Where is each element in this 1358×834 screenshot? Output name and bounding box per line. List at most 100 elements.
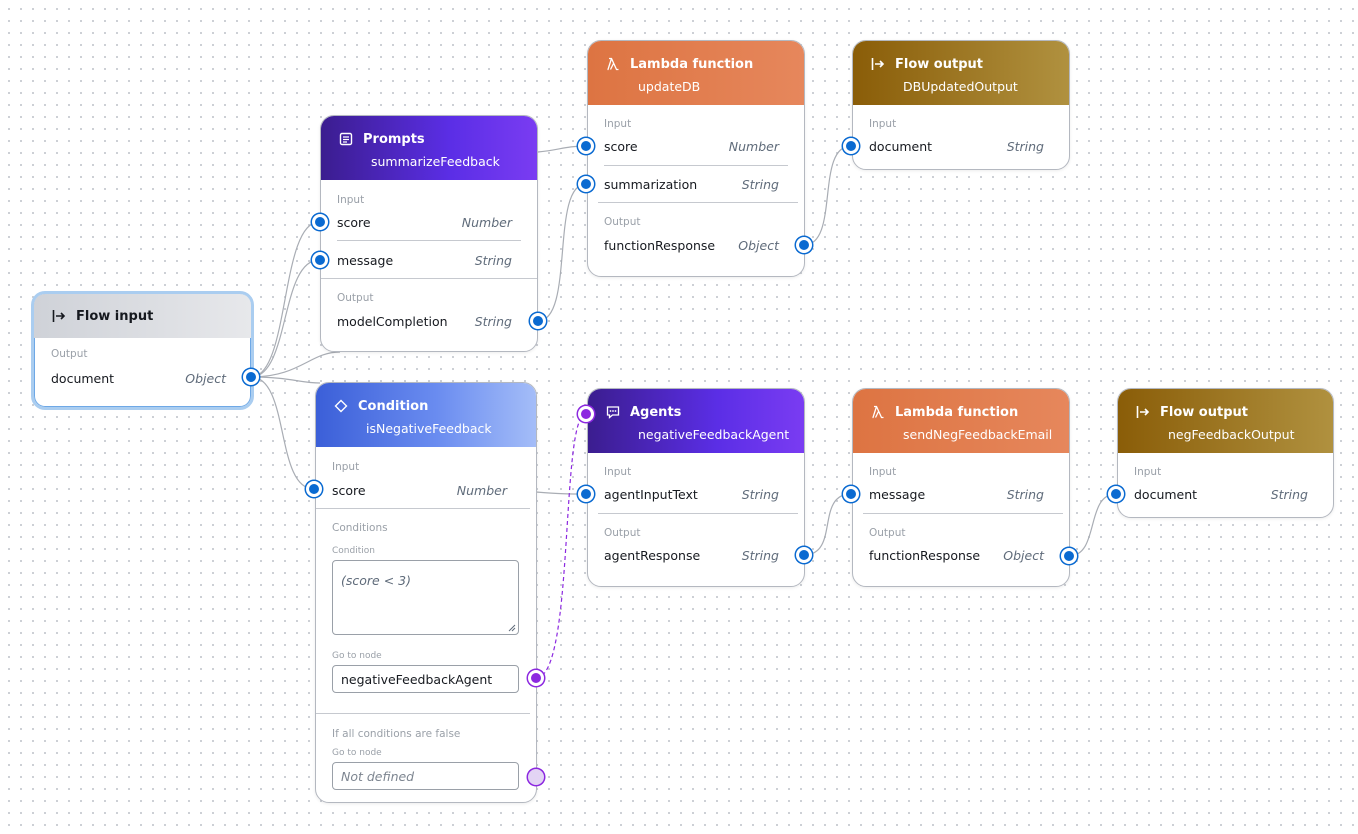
prompts-input-label: Input xyxy=(337,194,365,206)
condition-subtitle: isNegativeFeedback xyxy=(366,421,492,436)
flow-input-node[interactable]: Flow input Output document Object xyxy=(31,291,254,410)
flow-output-neg-node[interactable]: Flow output negFeedbackOutput Input docu… xyxy=(1117,388,1334,518)
condition-conditions-label: Conditions xyxy=(332,522,388,534)
prompts-header: Prompts summarizeFeedback xyxy=(321,116,537,180)
prompts-input-score-type: Number xyxy=(461,215,512,230)
lambda-email-subtitle: sendNegFeedbackEmail xyxy=(903,427,1053,442)
prompts-node[interactable]: Prompts summarizeFeedback Input score Nu… xyxy=(320,115,538,352)
lambda-email-input-type: String xyxy=(1006,487,1044,502)
chat-bubble-icon xyxy=(604,403,622,421)
condition-condition-label: Condition xyxy=(332,546,375,556)
condition-expression-text: (score < 3) xyxy=(341,573,411,588)
flow-output-db-document-handle[interactable] xyxy=(843,138,859,154)
flow-input-header: Flow input xyxy=(34,294,251,338)
condition-expression-textarea[interactable]: (score < 3) xyxy=(332,560,519,635)
flow-input-title: Flow input xyxy=(76,308,154,324)
lambda-email-output-handle[interactable] xyxy=(1061,548,1077,564)
agents-node-target-handle[interactable] xyxy=(578,406,594,422)
prompts-message-handle[interactable] xyxy=(312,252,328,268)
agents-input-name: agentInputText xyxy=(604,487,698,502)
edge-condition-goto-agent xyxy=(535,413,587,679)
prompts-score-handle[interactable] xyxy=(312,214,328,230)
lambda-email-header: Lambda function sendNegFeedbackEmail xyxy=(853,389,1069,453)
lambda-update-title: Lambda function xyxy=(630,56,754,72)
condition-node[interactable]: Condition isNegativeFeedback Input score… xyxy=(315,382,537,803)
condition-goto-value: negativeFeedbackAgent xyxy=(341,672,493,687)
flow-output-db-input-label: Input xyxy=(869,118,897,130)
document-lines-icon xyxy=(337,130,355,148)
edge-lambda-output-db xyxy=(803,145,852,246)
condition-divider xyxy=(316,508,530,509)
lambda-update-header: Lambda function updateDB xyxy=(588,41,804,105)
lambda-email-divider xyxy=(863,513,1063,514)
condition-else-handle[interactable] xyxy=(528,769,544,785)
edge-input-prompts-score xyxy=(250,221,320,378)
lambda-email-output-name: functionResponse xyxy=(869,548,981,563)
agents-title: Agents xyxy=(630,404,682,420)
agents-input-handle[interactable] xyxy=(578,486,594,502)
flow-output-db-title: Flow output xyxy=(895,56,983,72)
condition-goto-select[interactable]: negativeFeedbackAgent xyxy=(332,665,519,693)
condition-input-label: Input xyxy=(332,461,360,473)
lambda-email-output-label: Output xyxy=(869,527,906,539)
agents-subtitle: negativeFeedbackAgent xyxy=(638,427,790,442)
lambda-icon xyxy=(869,403,887,421)
flow-output-neg-input-type: String xyxy=(1270,487,1308,502)
condition-goto-handle[interactable] xyxy=(528,670,544,686)
lambda-update-input-summarization-type: String xyxy=(741,177,779,192)
resize-handle-icon[interactable] xyxy=(508,624,516,632)
lambda-email-output-type: Object xyxy=(1003,548,1044,563)
edge-input-prompts-bottom xyxy=(250,351,341,378)
agents-input-type: String xyxy=(741,487,779,502)
lambda-update-input-summarization: summarization xyxy=(604,177,698,192)
prompts-completion-handle[interactable] xyxy=(530,313,546,329)
flow-input-output-label: Output xyxy=(51,348,88,360)
flow-input-document-handle[interactable] xyxy=(243,369,259,385)
prompts-output-name: modelCompletion xyxy=(337,314,448,329)
edge-prompts-lambda-summarization xyxy=(537,183,587,322)
lambda-update-summarization-handle[interactable] xyxy=(578,176,594,192)
condition-input-score: score xyxy=(332,483,366,498)
agents-output-handle[interactable] xyxy=(796,547,812,563)
diamond-icon xyxy=(332,397,350,415)
lambda-icon xyxy=(604,55,622,73)
agents-node[interactable]: Agents negativeFeedbackAgent Input agent… xyxy=(587,388,805,587)
lambda-update-output-type: Object xyxy=(738,238,779,253)
lambda-update-input-score: score xyxy=(604,139,638,154)
prompts-output-type: String xyxy=(474,314,512,329)
condition-input-score-type: Number xyxy=(456,483,507,498)
flow-output-neg-title: Flow output xyxy=(1160,404,1248,420)
lambda-update-divider xyxy=(604,165,788,166)
lambda-email-title: Lambda function xyxy=(895,404,1019,420)
condition-title: Condition xyxy=(358,398,429,414)
prompts-divider xyxy=(337,240,521,241)
arrow-right-from-bar-icon xyxy=(1134,403,1152,421)
prompts-subtitle: summarizeFeedback xyxy=(371,154,500,169)
flow-output-neg-subtitle: negFeedbackOutput xyxy=(1168,427,1295,442)
flow-output-neg-document-handle[interactable] xyxy=(1108,486,1124,502)
condition-header: Condition isNegativeFeedback xyxy=(316,383,536,447)
edge-input-condition-top xyxy=(250,376,321,384)
condition-goto-label: Go to node xyxy=(332,651,382,661)
condition-else-goto-select[interactable]: Not defined xyxy=(332,762,519,790)
condition-score-handle[interactable] xyxy=(306,481,322,497)
lambda-update-score-handle[interactable] xyxy=(578,138,594,154)
agents-divider xyxy=(598,513,798,514)
flow-output-db-input-type: String xyxy=(1006,139,1044,154)
lambda-email-node[interactable]: Lambda function sendNegFeedbackEmail Inp… xyxy=(852,388,1070,587)
lambda-email-input-handle[interactable] xyxy=(843,486,859,502)
flow-output-db-header: Flow output DBUpdatedOutput xyxy=(853,41,1069,105)
lambda-update-divider-2 xyxy=(598,202,798,203)
flow-output-db-node[interactable]: Flow output DBUpdatedOutput Input docume… xyxy=(852,40,1070,170)
lambda-update-subtitle: updateDB xyxy=(638,79,701,94)
condition-else-goto-label: Go to node xyxy=(332,748,382,758)
lambda-update-response-handle[interactable] xyxy=(796,237,812,253)
prompts-input-message-type: String xyxy=(474,253,512,268)
lambda-email-input-label: Input xyxy=(869,466,897,478)
agents-output-label: Output xyxy=(604,527,641,539)
lambda-update-node[interactable]: Lambda function updateDB Input score Num… xyxy=(587,40,805,277)
flow-output-db-subtitle: DBUpdatedOutput xyxy=(903,79,1018,94)
edge-lambda-output-neg xyxy=(1068,493,1117,557)
agents-output-name: agentResponse xyxy=(604,548,701,563)
flow-output-neg-header: Flow output negFeedbackOutput xyxy=(1118,389,1333,453)
